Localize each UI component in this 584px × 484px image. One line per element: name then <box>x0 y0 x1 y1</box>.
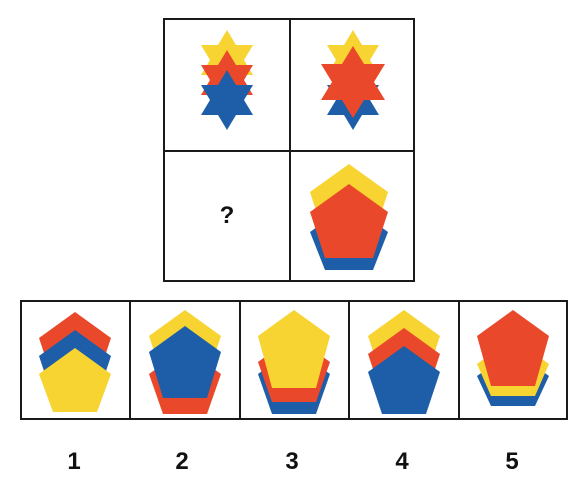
blue-star-shape <box>201 70 253 130</box>
puzzle-cell-2 <box>291 20 415 150</box>
pentagon-icon <box>258 310 330 414</box>
option-divider <box>239 302 241 418</box>
pentagon-icon <box>477 310 549 406</box>
star-icon <box>201 30 253 130</box>
red-pentagon-shape <box>310 184 388 258</box>
red-star-shape <box>321 46 385 118</box>
yellow-pentagon-shape <box>258 310 330 388</box>
yellow-pentagon-shape <box>39 348 111 412</box>
pentagon-icon <box>149 310 221 414</box>
missing-cell-question-mark: ? <box>219 202 235 229</box>
answer-option-1[interactable] <box>22 302 129 418</box>
answer-option-4[interactable] <box>350 302 458 418</box>
pentagon-icon <box>39 312 111 412</box>
answer-option-3[interactable] <box>241 302 348 418</box>
option-divider <box>348 302 350 418</box>
answer-option-2[interactable] <box>131 302 239 418</box>
puzzle-grid: ? <box>163 18 415 282</box>
answer-option-5[interactable] <box>460 302 566 418</box>
star-icon <box>321 30 385 130</box>
pentagon-icon <box>310 164 388 270</box>
blue-pentagon-shape <box>149 326 221 398</box>
answer-options <box>20 300 568 420</box>
option-label-5: 5 <box>505 448 519 475</box>
red-pentagon-shape <box>477 310 549 386</box>
option-label-1: 1 <box>67 448 81 475</box>
puzzle-cell-1 <box>165 20 289 150</box>
pentagon-icon <box>368 310 440 414</box>
option-divider <box>129 302 131 418</box>
puzzle-cell-4 <box>291 152 415 280</box>
blue-pentagon-shape <box>368 346 440 414</box>
option-divider <box>458 302 460 418</box>
option-label-2: 2 <box>175 448 189 475</box>
grid-divider-horizontal <box>165 150 413 152</box>
option-label-4: 4 <box>395 448 409 475</box>
option-label-3: 3 <box>285 448 299 475</box>
